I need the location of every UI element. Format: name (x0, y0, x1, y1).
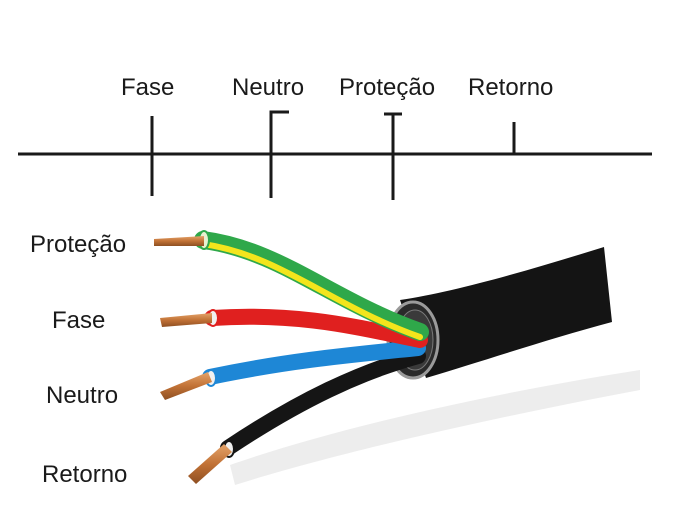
wire-label-retorno: Retorno (42, 461, 128, 488)
wire-label-protecao: Proteção (30, 231, 127, 258)
cable-shadow (230, 370, 640, 485)
copper-tip-protecao (154, 236, 204, 246)
symbol-label-retorno: Retorno (468, 74, 554, 101)
schematic-line-diagram (18, 110, 652, 200)
wire-neutro (202, 340, 426, 385)
cable-illustration (154, 230, 640, 485)
wire-label-fase: Fase (52, 307, 106, 334)
cable-jacket (400, 247, 612, 378)
wire-fase (204, 308, 428, 348)
neutro-symbol (269, 110, 289, 198)
symbol-label-protecao: Proteção (339, 74, 436, 101)
symbol-label-neutro: Neutro (232, 74, 305, 101)
wire-protecao (194, 231, 429, 341)
wire-retorno (220, 348, 426, 456)
copper-tip-retorno (188, 444, 232, 484)
wire-label-neutro: Neutro (46, 382, 119, 409)
symbol-label-fase: Fase (121, 74, 175, 101)
copper-tip-neutro (160, 372, 212, 400)
wire-protecao-stripe (200, 241, 423, 340)
copper-tip-fase (160, 313, 212, 327)
protecao-symbol (384, 112, 402, 200)
